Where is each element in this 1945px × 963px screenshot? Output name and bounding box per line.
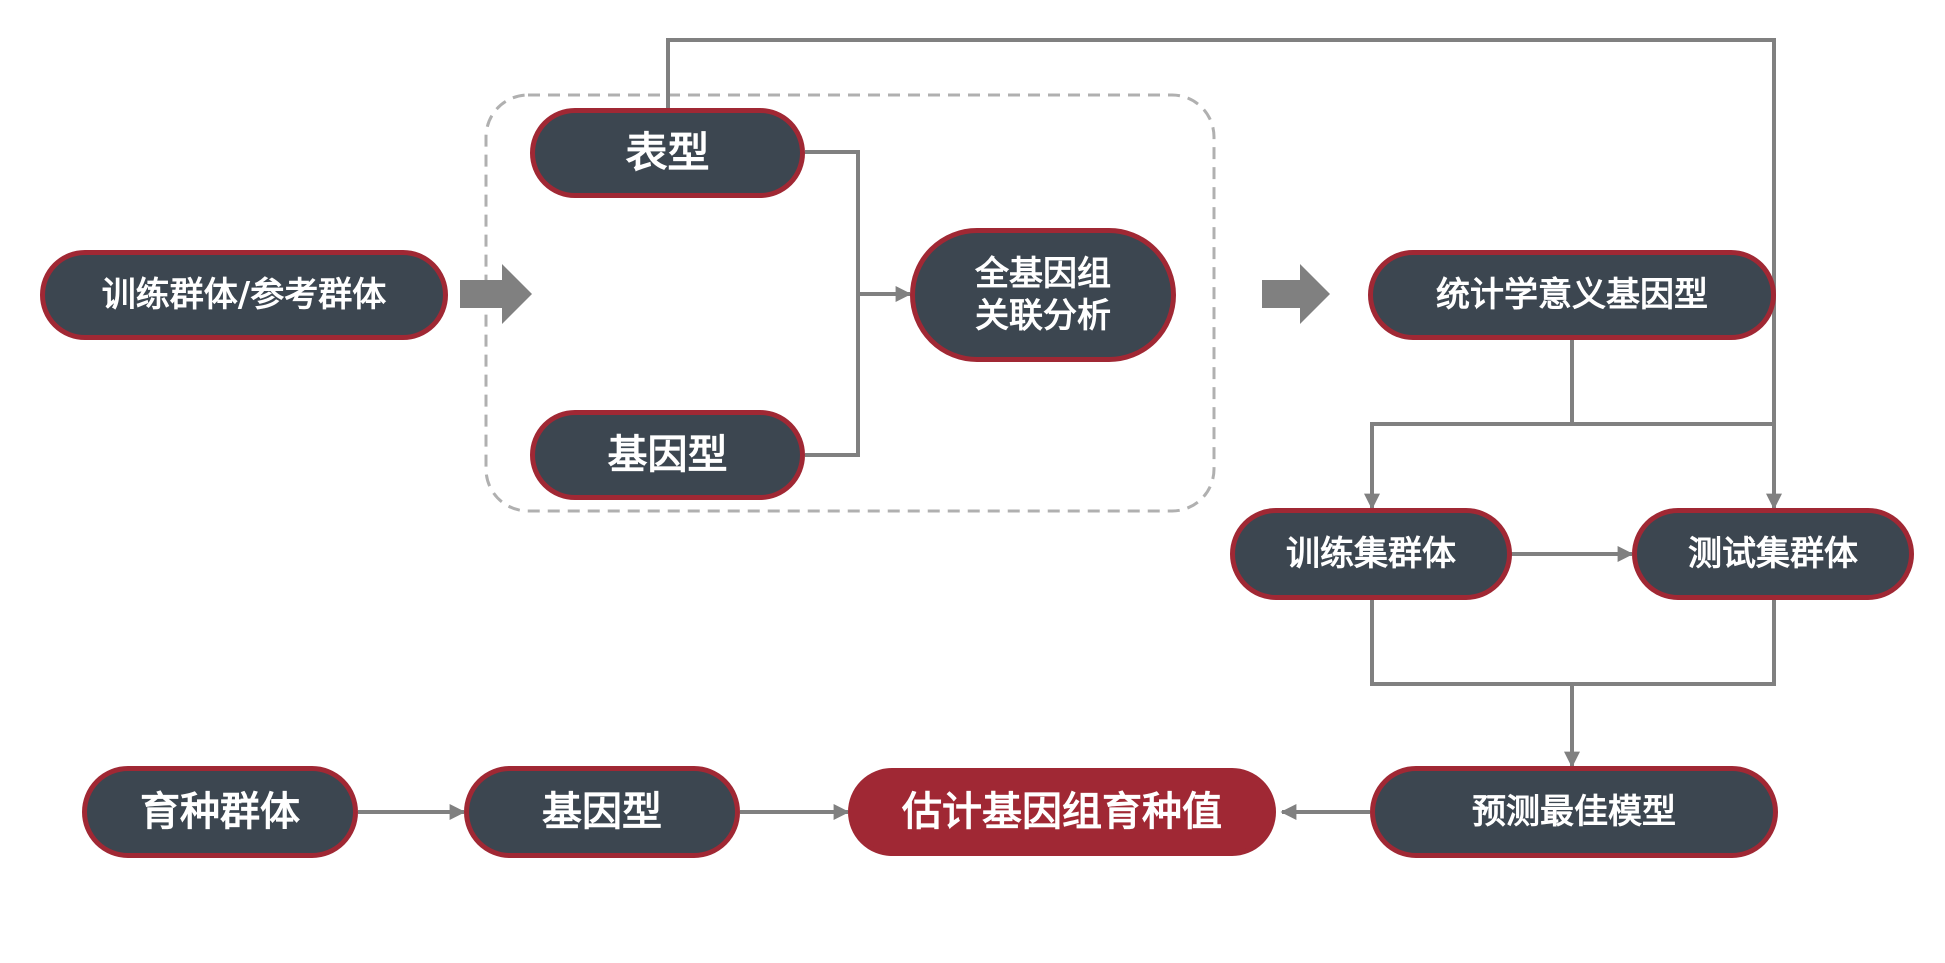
connector-to-training-set (1364, 422, 1774, 510)
node-training-set-population: 训练集群体 (1230, 508, 1512, 600)
node-test-set-population: 测试集群体 (1632, 508, 1914, 600)
node-significant-genotypes: 统计学意义基因型 (1368, 250, 1776, 340)
connector-phenotype-to-test-set (666, 38, 1782, 510)
node-predict-best-model: 预测最佳模型 (1370, 766, 1778, 858)
node-genotype-input: 基因型 (530, 410, 805, 500)
node-phenotype: 表型 (530, 108, 805, 198)
connector-phenotype-merge (805, 150, 860, 457)
block-arrow-into-group (460, 264, 532, 324)
node-genotype-breeding: 基因型 (464, 766, 740, 858)
node-estimate-gebv: 估计基因组育种值 (848, 768, 1276, 856)
node-breeding-population: 育种群体 (82, 766, 358, 858)
block-arrow-out-of-group (1262, 264, 1330, 324)
connector-sets-merge (1370, 600, 1776, 686)
node-training-reference-population: 训练群体/参考群体 (40, 250, 448, 340)
node-gwas: 全基因组 关联分析 (910, 228, 1176, 362)
